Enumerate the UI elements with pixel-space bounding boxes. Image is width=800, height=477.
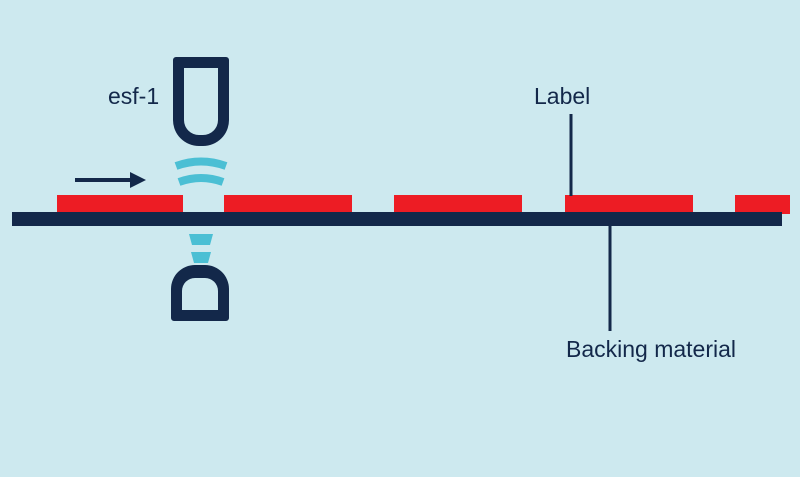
- label-strips-group: [57, 195, 790, 214]
- sensor-lower-fork-head: [171, 265, 229, 321]
- backing-material-callout-text: Backing material: [566, 336, 736, 362]
- feed-arrow-head: [130, 172, 146, 188]
- beam-waves-upper-group: [174, 157, 228, 186]
- beam-wave-upper-2: [177, 174, 225, 186]
- beam-wave-upper-1: [174, 157, 228, 170]
- sensor-name-label: esf-1: [108, 83, 159, 109]
- label-strip: [57, 195, 183, 214]
- label-strip: [565, 195, 693, 214]
- beam-wave-lower-1: [189, 234, 213, 245]
- label-strip: [394, 195, 522, 214]
- beam-wave-lower-2: [191, 252, 211, 263]
- beam-waves-lower-group: [189, 234, 213, 263]
- feed-direction-arrow: [75, 172, 146, 188]
- label-callout-text: Label: [534, 83, 590, 109]
- backing-material-line: [12, 212, 782, 226]
- sensor-upper-fork-head: [173, 57, 229, 146]
- label-strip: [224, 195, 352, 214]
- label-strip: [735, 195, 790, 214]
